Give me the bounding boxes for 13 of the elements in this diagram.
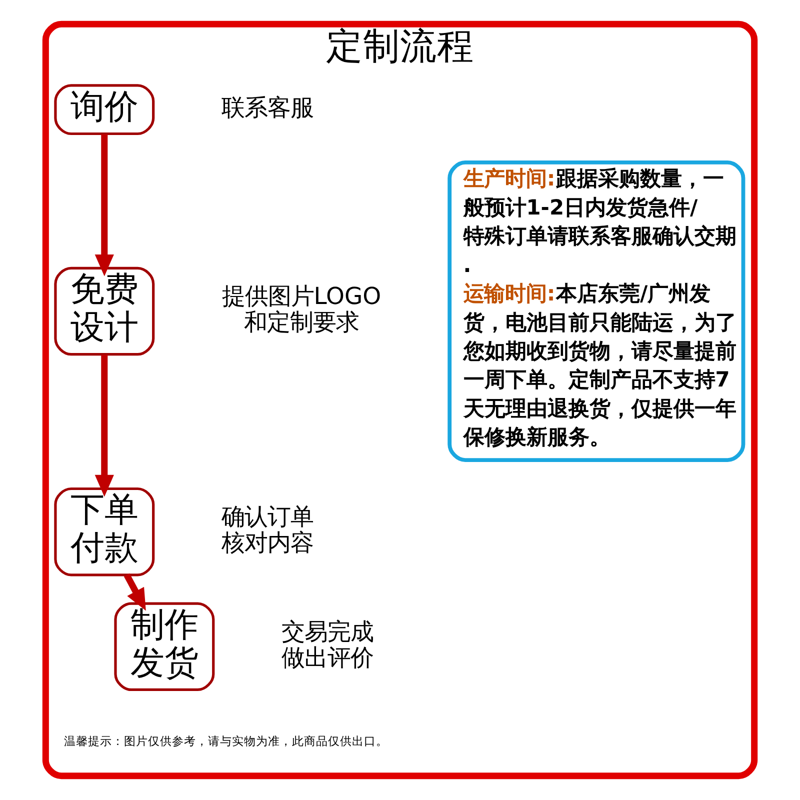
- arrow: [94, 134, 114, 276]
- node-box: 下单付款: [54, 487, 155, 576]
- node-box: 生产时间:跟据采购数量，一般预计1-2日内发货急件/特殊订单请联系客服确认交期. 运输时间:本店东莞/广州发货，电池目前只能陆运，为了您如期收到货物，请尽量提前一周下单。定制产品不支持7天无理由退换货，仅提供一年保修换新服务。: [448, 160, 746, 462]
- arrow: [94, 354, 114, 497]
- label: 温馨提示：图片仅供参考，请与实物为准，此商品仅供出口。: [64, 734, 388, 748]
- node-box: 制作发货: [114, 602, 215, 692]
- arrow: [124, 573, 146, 611]
- node-box: 询价: [54, 84, 155, 136]
- node-label: 提供图片LOGO 和定制要求: [222, 282, 382, 336]
- node-label: 交易完成做出评价: [282, 617, 374, 672]
- node-label: 联系客服: [222, 93, 314, 122]
- node-box: 免费设计: [54, 266, 155, 356]
- node-label: 确认订单核对内容: [222, 502, 314, 557]
